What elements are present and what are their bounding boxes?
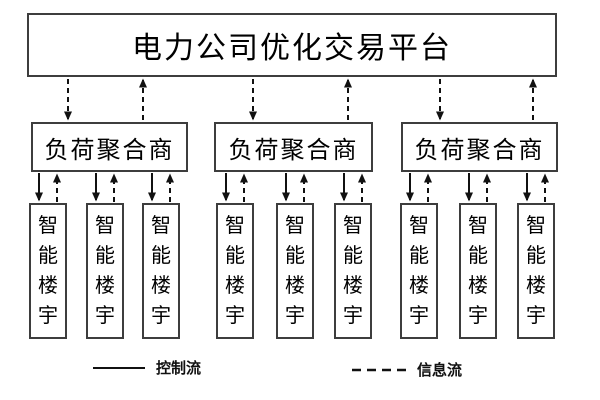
building-box-1: 智能楼宇 xyxy=(29,203,67,339)
building-label: 智能楼宇 xyxy=(151,215,171,327)
building-label: 智能楼宇 xyxy=(468,215,488,327)
building-box-3: 智能楼宇 xyxy=(142,203,180,339)
building-box-5: 智能楼宇 xyxy=(276,203,314,339)
building-box-8: 智能楼宇 xyxy=(459,203,497,339)
aggregator-box-1: 负荷聚合商 xyxy=(31,122,188,172)
building-label: 智能楼宇 xyxy=(285,215,305,327)
solid-line-sample-icon xyxy=(93,366,145,369)
legend-item-control-flow: 控制流 xyxy=(92,357,201,378)
aggregator-label: 负荷聚合商 xyxy=(414,137,545,164)
legend-label-info-flow: 信息流 xyxy=(417,362,463,379)
aggregator-box-3: 负荷聚合商 xyxy=(401,122,558,172)
aggregator-label: 负荷聚合商 xyxy=(44,137,175,164)
building-label: 智能楼宇 xyxy=(409,215,429,327)
building-label: 智能楼宇 xyxy=(343,215,363,327)
building-label: 智能楼宇 xyxy=(38,215,58,327)
building-label: 智能楼宇 xyxy=(526,215,546,327)
building-box-7: 智能楼宇 xyxy=(400,203,438,339)
legend-item-info-flow: 信息流 xyxy=(351,359,462,380)
building-box-2: 智能楼宇 xyxy=(86,203,124,339)
platform-label: 电力公司优化交易平台 xyxy=(132,32,452,65)
building-box-4: 智能楼宇 xyxy=(216,203,254,339)
platform-box: 电力公司优化交易平台 xyxy=(27,13,557,77)
aggregator-box-2: 负荷聚合商 xyxy=(214,122,373,172)
aggregator-label: 负荷聚合商 xyxy=(228,137,359,164)
building-box-9: 智能楼宇 xyxy=(517,203,555,339)
legend-label-control-flow: 控制流 xyxy=(156,360,202,377)
building-label: 智能楼宇 xyxy=(225,215,245,327)
building-label: 智能楼宇 xyxy=(95,215,115,327)
building-box-6: 智能楼宇 xyxy=(334,203,372,339)
dashed-line-sample-icon xyxy=(352,368,406,371)
